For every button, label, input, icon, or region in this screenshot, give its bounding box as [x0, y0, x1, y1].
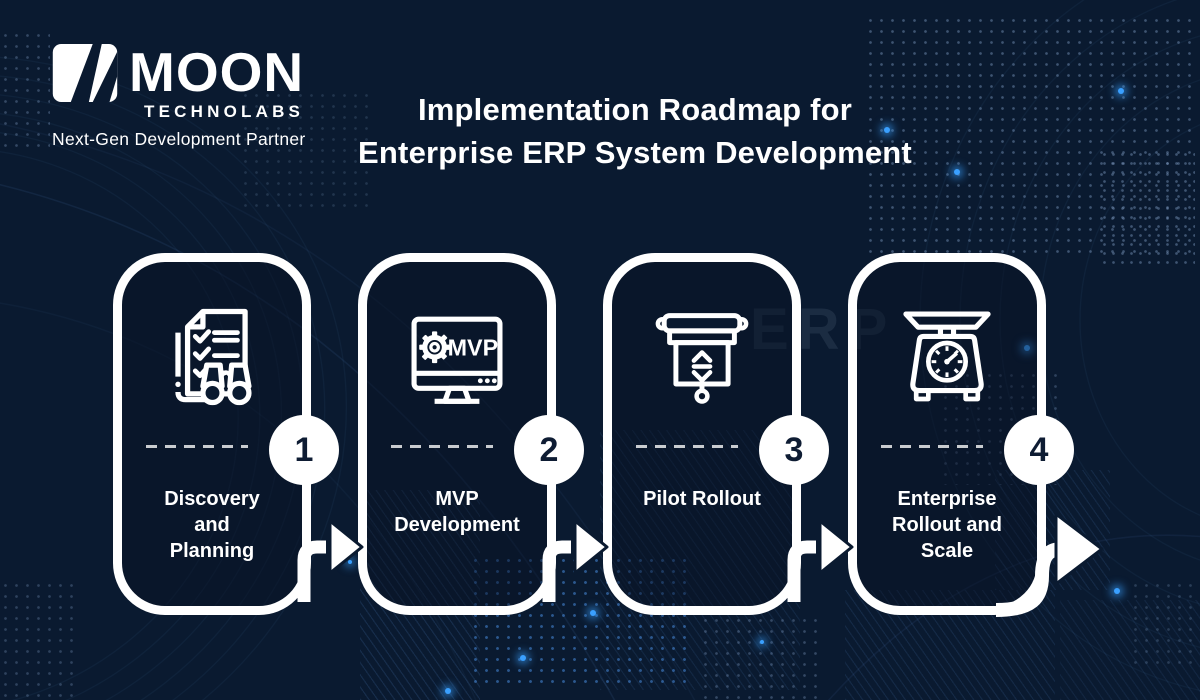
step-icon: [612, 296, 792, 418]
moon-technolabs-mark-icon: [52, 44, 118, 102]
dot-grid: [0, 580, 80, 700]
dashed-separator: [636, 445, 738, 448]
mvp-monitor-icon: MVP: [411, 316, 503, 404]
hatch-texture: [1060, 600, 1200, 700]
dot-grid: [240, 90, 370, 210]
gear-icon: [419, 330, 450, 363]
step-number-badge-2: 2: [514, 415, 584, 485]
step-label: Pilot Rollout: [643, 488, 761, 510]
brand-sub-name: TECHNOLABS: [144, 102, 305, 122]
glow-dot: [348, 560, 352, 564]
glow-dot: [1114, 588, 1120, 594]
step-number-badge-4: 4: [1004, 415, 1074, 485]
step-label: Discovery and Planning: [164, 488, 260, 562]
glow-dot: [520, 655, 526, 661]
dashed-separator: [391, 445, 493, 448]
step-icon: [122, 296, 302, 418]
title-line-1: Implementation Roadmap for: [417, 92, 853, 127]
step-label: MVP Development: [394, 488, 520, 536]
glow-dot: [884, 127, 890, 133]
glow-dot: [1118, 88, 1124, 94]
glow-dot: [954, 169, 960, 175]
projector-screen-rollout-icon: [655, 313, 749, 404]
brand-logo: MOON TECHNOLABS Next-Gen Development Par…: [52, 44, 306, 150]
svg-text:MVP: MVP: [448, 334, 499, 360]
brand-name: MOON: [129, 41, 305, 103]
glow-dot: [445, 688, 451, 694]
brand-tagline: Next-Gen Development Partner: [52, 129, 306, 150]
step-number-badge-1: 1: [269, 415, 339, 485]
weighing-scale-icon: [903, 311, 991, 402]
dashed-separator: [881, 445, 983, 448]
step-label: Enterprise Rollout and Scale: [892, 488, 1002, 562]
dashed-separator: [146, 445, 248, 448]
glow-dot: [760, 640, 764, 644]
dot-grid: [700, 615, 820, 700]
title-line-2: Enterprise ERP System Development: [358, 135, 912, 170]
erp-watermark: ERP: [750, 297, 897, 362]
glow-dot: [1024, 345, 1030, 351]
dot-grid: [865, 15, 1195, 255]
step-icon: [857, 296, 1037, 418]
page-title: Implementation Roadmap for Enterprise ER…: [330, 88, 940, 174]
dot-grid: [1100, 150, 1195, 270]
glow-dot: [590, 610, 596, 616]
dot-grid: [1130, 580, 1200, 670]
dot-grid: [0, 30, 50, 150]
checklist-binoculars-icon: [174, 308, 252, 405]
step-number-badge-3: 3: [759, 415, 829, 485]
step-icon: MVP: [367, 296, 547, 418]
